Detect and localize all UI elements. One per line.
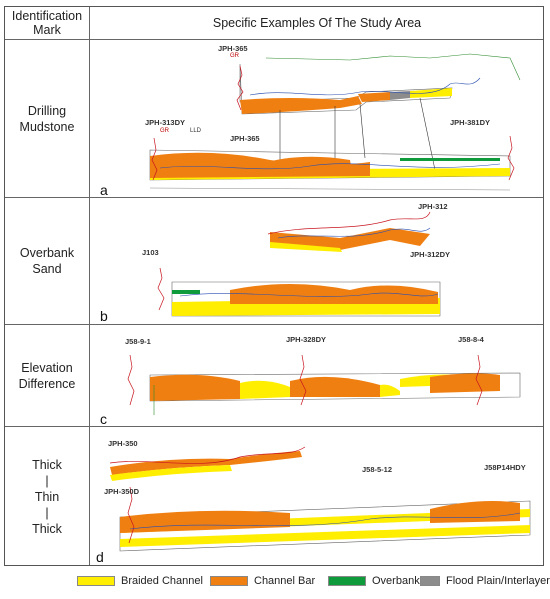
header-divider — [5, 39, 543, 40]
panel-c-elevation-difference: c J58-9-1 JPH-328DY J58-8-4 — [90, 325, 544, 427]
braided-channel-center — [380, 384, 400, 397]
inset-braided — [270, 242, 342, 252]
panel-b-diagram — [157, 211, 441, 317]
connector-line — [359, 103, 366, 159]
well-label: JPH-350D — [104, 487, 140, 496]
comparison-table: Identification Mark Specific Examples Of… — [4, 6, 544, 566]
inset-gr-curve — [109, 446, 306, 464]
header-specific-examples: Specific Examples Of The Study Area — [212, 16, 422, 30]
row-label-drilling-mudstone: Drilling Mudstone — [5, 40, 89, 197]
inset-top-curve — [265, 53, 521, 81]
row-label-line: | — [45, 473, 49, 488]
legend: Braided Channel Channel Bar Overbank Flo… — [0, 575, 550, 593]
panel-letter: d — [96, 549, 104, 565]
panel-d-diagram — [109, 446, 531, 552]
main-rt-curve — [179, 292, 439, 297]
panel-a-diagram — [149, 53, 521, 191]
main-channel-bar-left — [120, 510, 290, 533]
well-label: J58-9-1 — [125, 337, 151, 346]
channel-bar-left — [150, 374, 240, 401]
gr-curve — [299, 354, 307, 406]
panel-letter: b — [100, 308, 108, 324]
main-braided-lower — [120, 525, 530, 547]
row-label-elevation-difference: Elevation Difference — [5, 325, 89, 426]
log-header-gr: GR — [230, 53, 239, 59]
inset-rt-curve — [249, 77, 481, 96]
well-label: J58-8-4 — [458, 335, 484, 344]
legend-item-overbank: Overbank — [328, 575, 420, 587]
main-rt-curve — [159, 163, 501, 170]
well-label: JPH-381DY — [450, 118, 491, 127]
inset-braided-channel — [358, 92, 390, 102]
main-base-line — [149, 187, 511, 191]
legend-swatch — [210, 576, 248, 586]
row-label-thick-thin-thick: Thick | Thin | Thick — [5, 427, 89, 566]
row-label-line: Thick — [32, 521, 62, 536]
row-label-overbank-sand: Overbank Sand — [5, 198, 89, 324]
panel-letter: a — [100, 182, 108, 198]
log-header-lld: LLD — [190, 128, 202, 134]
row-label-line: | — [45, 505, 49, 520]
inset-braided-channel-right — [410, 88, 452, 98]
row-label-text: Elevation Difference — [18, 360, 76, 391]
main-overbank — [400, 158, 500, 161]
main-gr-curve — [157, 267, 165, 311]
well-label: JPH-312DY — [410, 250, 451, 259]
inset-gr-curve — [236, 65, 244, 111]
inset-channel-bar — [240, 96, 362, 114]
row-label-text: Drilling Mudstone — [19, 103, 75, 134]
main-channel-bar-2 — [260, 156, 352, 174]
panel-c-diagram — [127, 354, 521, 415]
panel-letter: c — [100, 411, 107, 427]
inset-strata — [270, 228, 430, 250]
legend-label: Channel Bar — [254, 575, 316, 587]
legend-label: Braided Channel — [121, 575, 203, 587]
panel-a-drilling-mudstone: a JPH-365 JPH-313DY JPH-381DY JPH-365 GR… — [90, 40, 544, 198]
well-label: J103 — [142, 248, 159, 257]
channel-bar-center — [290, 376, 380, 397]
main-overbank — [172, 290, 200, 294]
legend-label: Flood Plain/Interlayer — [446, 575, 550, 587]
channel-bar-right — [430, 373, 500, 393]
main-gr-curve — [127, 486, 135, 544]
main-gr-curve-left — [151, 137, 158, 181]
legend-swatch — [328, 576, 366, 586]
row-label-line: Thin — [34, 489, 60, 504]
main-channel-bar — [230, 284, 438, 304]
gr-curve — [127, 354, 135, 406]
header-identification-mark: Identification Mark — [11, 9, 83, 37]
legend-label: Overbank — [372, 575, 420, 587]
well-label: J58-5-12 — [362, 465, 393, 474]
inset-braided-channel — [110, 465, 232, 481]
braided-channel-left — [240, 380, 290, 399]
legend-swatch — [77, 576, 115, 586]
well-label: J58P14HDY — [484, 463, 526, 472]
well-label: JPH-350 — [108, 439, 138, 448]
inset-rt-curve — [277, 227, 431, 239]
legend-item-braided-channel: Braided Channel — [77, 575, 203, 587]
row-divider-1 — [5, 197, 543, 198]
legend-swatch — [420, 576, 440, 586]
panel-b-overbank-sand: b JPH-312 J103 JPH-312DY — [90, 198, 544, 324]
row-divider-2 — [5, 324, 543, 325]
main-gr-curve-right — [507, 135, 515, 181]
legend-item-channel-bar: Channel Bar — [210, 575, 315, 587]
row-label-line: Thick — [32, 457, 62, 472]
legend-item-flood-plain: Flood Plain/Interlayer — [420, 575, 550, 587]
well-label: JPH-313DY — [145, 118, 186, 127]
gr-curve — [475, 354, 483, 406]
row-label-text: Overbank Sand — [19, 246, 75, 276]
column-divider — [89, 7, 90, 565]
panel-d-thick-thin-thick: d JPH-350 JPH-350D J58-5-12 J58P14HDY — [90, 427, 544, 566]
log-header-gr: GR — [160, 128, 169, 134]
well-label: JPH-312 — [418, 202, 448, 211]
well-label: JPH-328DY — [286, 335, 327, 344]
well-label: JPH-365 — [230, 134, 260, 143]
well-label: JPH-365 — [218, 44, 248, 53]
row-divider-3 — [5, 426, 543, 427]
main-rt-curve — [129, 512, 521, 530]
inset-gr-curve — [267, 211, 431, 235]
